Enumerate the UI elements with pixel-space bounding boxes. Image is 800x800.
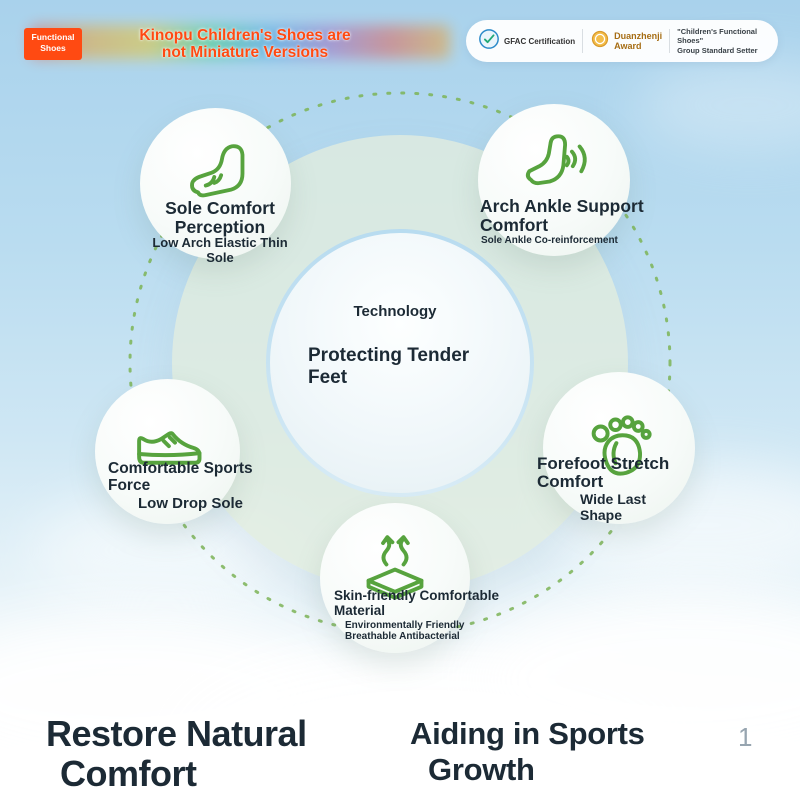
divider [669,29,671,53]
center-label: Technology [353,303,437,320]
feature-subtitle: Environmentally Friendly Breathable Anti… [345,620,465,643]
center-title: Protecting Tender Feet [308,345,470,388]
ankle-support-icon [513,126,595,208]
feature-title: Arch Ankle Support Comfort [480,196,644,235]
feature-title: Skin-friendly Comfortable Material [334,588,500,618]
footer-left-line1: Restore Natural [46,713,307,754]
functional-shoes-badge: Functional Shoes [24,28,82,60]
feature-subtitle: Wide Last Shape [580,491,646,523]
gfac-certification: GFAC Certification [478,28,575,55]
divider [582,29,584,53]
badge-line2: Shoes [40,43,66,54]
breathable-material-icon [354,532,436,614]
feature-circle [320,503,470,653]
forefoot-print-icon [577,402,661,486]
sneaker-icon [126,405,210,489]
footer-right-line1: Aiding in Sports [410,716,645,751]
feature-circle [95,379,240,524]
standard-line2: Group Standard Setter [677,45,758,55]
feature-title: Sole Comfort Perception [165,198,275,237]
footer-heading-right: Aiding in Sports Growth [410,716,645,787]
feature-circle [140,108,291,259]
award-line2: Award [614,41,642,51]
badge-line1: Functional [31,32,75,42]
medal-icon [590,29,610,54]
gfac-cert-icon [478,28,500,55]
feature-title: Forefoot Stretch Comfort [537,454,670,492]
feature-title: Comfortable Sports Force [108,460,253,494]
foot-sole-icon [175,130,257,212]
footer-heading-left: Restore Natural Comfort [46,713,307,795]
feature-subtitle: Low Arch Elastic Thin Sole [152,235,288,265]
group-standard-label: "Children's Functional Shoes" Group Stan… [677,27,766,55]
footer-right-line2: Growth [428,751,535,787]
feature-subtitle: Sole Ankle Co-reinforcement [481,235,618,246]
award-line1: Duanzhenji [614,30,663,41]
feature-circle [478,104,630,256]
award-label: Duanzhenji Award [614,31,662,52]
page-title-line2: not Miniature Versions [161,44,329,62]
page-number: 1 [738,722,753,752]
footer-left-line2: Comfort [60,753,197,795]
standard-line1: "Children's Functional Shoes" [677,26,758,46]
page-title-line1: Kinopu Children's Shoes are [139,27,351,44]
page-title: Kinopu Children's Shoes are not Miniatur… [80,27,410,61]
cloud [470,595,800,765]
duanzhenji-award: Duanzhenji Award [590,29,662,54]
feature-subtitle: Low Drop Sole [138,495,243,512]
diagram-center-circle [270,233,530,493]
decorative-rainbow-text [30,25,450,59]
certification-bar: GFAC Certification Duanzhenji Award "Chi… [466,20,778,62]
gfac-label: GFAC Certification [504,36,576,46]
feature-circle [543,372,695,524]
